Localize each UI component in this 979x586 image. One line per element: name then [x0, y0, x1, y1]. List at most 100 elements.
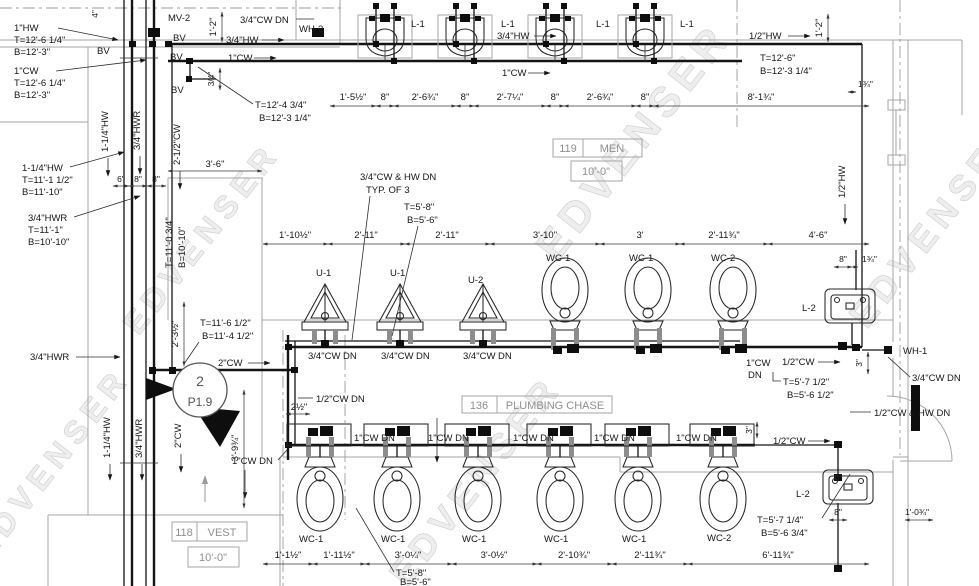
watermark-text: EDVENSER — [0, 361, 137, 566]
pipe-label: 1/2"CW & HW DN — [874, 408, 950, 419]
pipe-label: 3/4"HWR — [132, 111, 143, 150]
pipe-label: 2"CW — [218, 358, 243, 369]
dim-label: 2'-11" — [354, 230, 378, 241]
dim-label: 8" — [839, 254, 847, 264]
pipe-label: 3/4"CW DN — [463, 351, 512, 362]
mixing-valve-symbol — [148, 28, 160, 37]
note-line: B=5'-6" — [400, 577, 431, 586]
note-line: B=5'-6 3/4" — [761, 528, 808, 539]
note-line: B=10'-10" — [177, 227, 188, 268]
urinal-U1 — [376, 283, 424, 349]
fixture-tag: L-1 — [680, 19, 694, 30]
note-line: 1"CW — [14, 66, 39, 77]
urinal-U1 — [301, 283, 349, 349]
dim-label: 3'-0¼" — [395, 550, 422, 561]
piping-layer — [120, 0, 892, 586]
detail-callout: 2 P1.9 — [146, 362, 240, 447]
fixture-tag: WC-1 — [544, 534, 568, 545]
water-closet-WC1 — [286, 423, 352, 532]
pipe-label: 2"CW — [173, 423, 184, 448]
pipe-label: 1"CW DN — [428, 433, 469, 444]
dim-label: 1¾" — [858, 79, 873, 89]
note-line: B=5'-6" — [407, 215, 438, 226]
annotation-layer: 1"HW T=12'-6 1/4" B=12'-3" 1"CW T=12'-6 … — [14, 13, 961, 586]
note-line: B=11'-4 1/2" — [202, 331, 253, 342]
reference-lines — [0, 0, 901, 586]
pipe-label: 3/4"HWR — [134, 419, 145, 458]
note-line: T=11'-1 1/2" — [22, 175, 73, 186]
fixture-tag: WC-1 — [462, 534, 486, 545]
fixture-tag: WH-1 — [903, 346, 927, 357]
dim-label: 1'-11½" — [323, 550, 354, 561]
note-line: T=12'-4 3/4" — [255, 100, 306, 111]
valve-tag: BV — [97, 46, 110, 57]
note-line: 3/4"CW & HW DN — [360, 172, 436, 183]
dim-label: 8" — [381, 92, 390, 103]
room-number: 118 — [175, 527, 193, 539]
note-line: T=5'-7 1/4" — [757, 515, 803, 526]
note-line: T=12'-6" — [760, 53, 796, 64]
dim-label: 2'-11¾" — [708, 230, 739, 241]
room-name: VEST — [208, 527, 237, 539]
pipe-label: 1"CW DN — [232, 456, 273, 467]
note-line: B=11'-10" — [22, 187, 63, 198]
note-line: B=12'-3" — [14, 90, 50, 101]
valve-tag: BV — [171, 85, 184, 96]
dim-label: 8" — [134, 174, 142, 184]
dim-label: 1'-2" — [814, 19, 825, 38]
dim-label: 3'-9¾" — [230, 435, 241, 462]
fixture-tag: MV-2 — [168, 13, 190, 24]
fixture-tag: L-1 — [411, 19, 425, 30]
callout-sheet: P1.9 — [188, 395, 213, 409]
note-line: T=5'-7 1/2" — [783, 377, 829, 388]
dim-label: 2'-6¾" — [587, 92, 614, 103]
note-line: 3/4"HWR — [28, 213, 67, 224]
dim-label: 6" — [117, 174, 125, 184]
lavatory-L1 — [437, 2, 493, 65]
pipe-label: 1-1/4"HW — [102, 417, 113, 458]
note-line: T=11'-0 3/4" — [164, 217, 175, 268]
lavatory-L2 — [822, 469, 874, 505]
fixture-tag: U-2 — [468, 275, 483, 286]
note-line: B=12'-3 1/4" — [259, 113, 311, 124]
window-symbol — [887, 99, 906, 111]
fixture-tag: WC-1 — [546, 253, 570, 264]
dim-label: 3' — [636, 230, 643, 241]
pipe-label: 3/4"HW — [226, 35, 258, 46]
pipe-label: 1/2"CW DN — [316, 394, 365, 405]
fixture-tag: WC-1 — [629, 253, 653, 264]
pipe-label: 1/2"CW — [773, 436, 805, 447]
note-line: 1-1/4"HW — [22, 163, 63, 174]
dim-label: 4'-6" — [809, 230, 828, 241]
room-labels: 119 MEN 10'-0" 136 PLUMBING CHASE 118 VE… — [171, 138, 643, 568]
water-closet-WC1 — [541, 257, 589, 355]
dim-label: 3" — [854, 359, 864, 367]
note-line: T=11'-1" — [28, 225, 63, 236]
dim-label: 3'-6" — [206, 159, 225, 170]
pipe-label: 1/2"CW — [782, 357, 814, 368]
pipe-label: 1"CW DN — [676, 433, 717, 444]
dim-label: 1'-2" — [208, 18, 219, 37]
fixtures-layer — [286, 2, 876, 532]
dim-label: 3/4" — [206, 72, 216, 87]
room-number: 119 — [559, 143, 577, 155]
dim-label: 8'-1¾" — [748, 92, 775, 103]
dim-label: 3" — [744, 426, 754, 434]
note-line: TYP. OF 3 — [366, 185, 410, 196]
callout-number: 2 — [196, 373, 204, 389]
dim-label: 2'-10¾" — [558, 550, 590, 561]
pipe-label: 1"CW DN — [594, 433, 635, 444]
pipe-label: 1/2"HW — [749, 31, 781, 42]
note-line: B=5'-6 1/2" — [787, 390, 834, 401]
lavatory-L1 — [527, 2, 583, 65]
dim-label: 3'-0½" — [481, 550, 508, 561]
note-line: T=11'-6 1/2" — [200, 318, 251, 329]
note-line: T=5'-8" — [404, 202, 434, 213]
pipe-label: 3/4"CW DN — [912, 373, 961, 384]
dim-label: 3'-10" — [533, 230, 557, 241]
dim-label: 1'-0¾" — [905, 507, 929, 517]
fixture-tag: L-1 — [501, 19, 515, 30]
room-name: MEN — [600, 143, 625, 155]
dim-label: 2'-7¼" — [497, 92, 524, 103]
note-line: T=5'-8" — [396, 568, 426, 579]
